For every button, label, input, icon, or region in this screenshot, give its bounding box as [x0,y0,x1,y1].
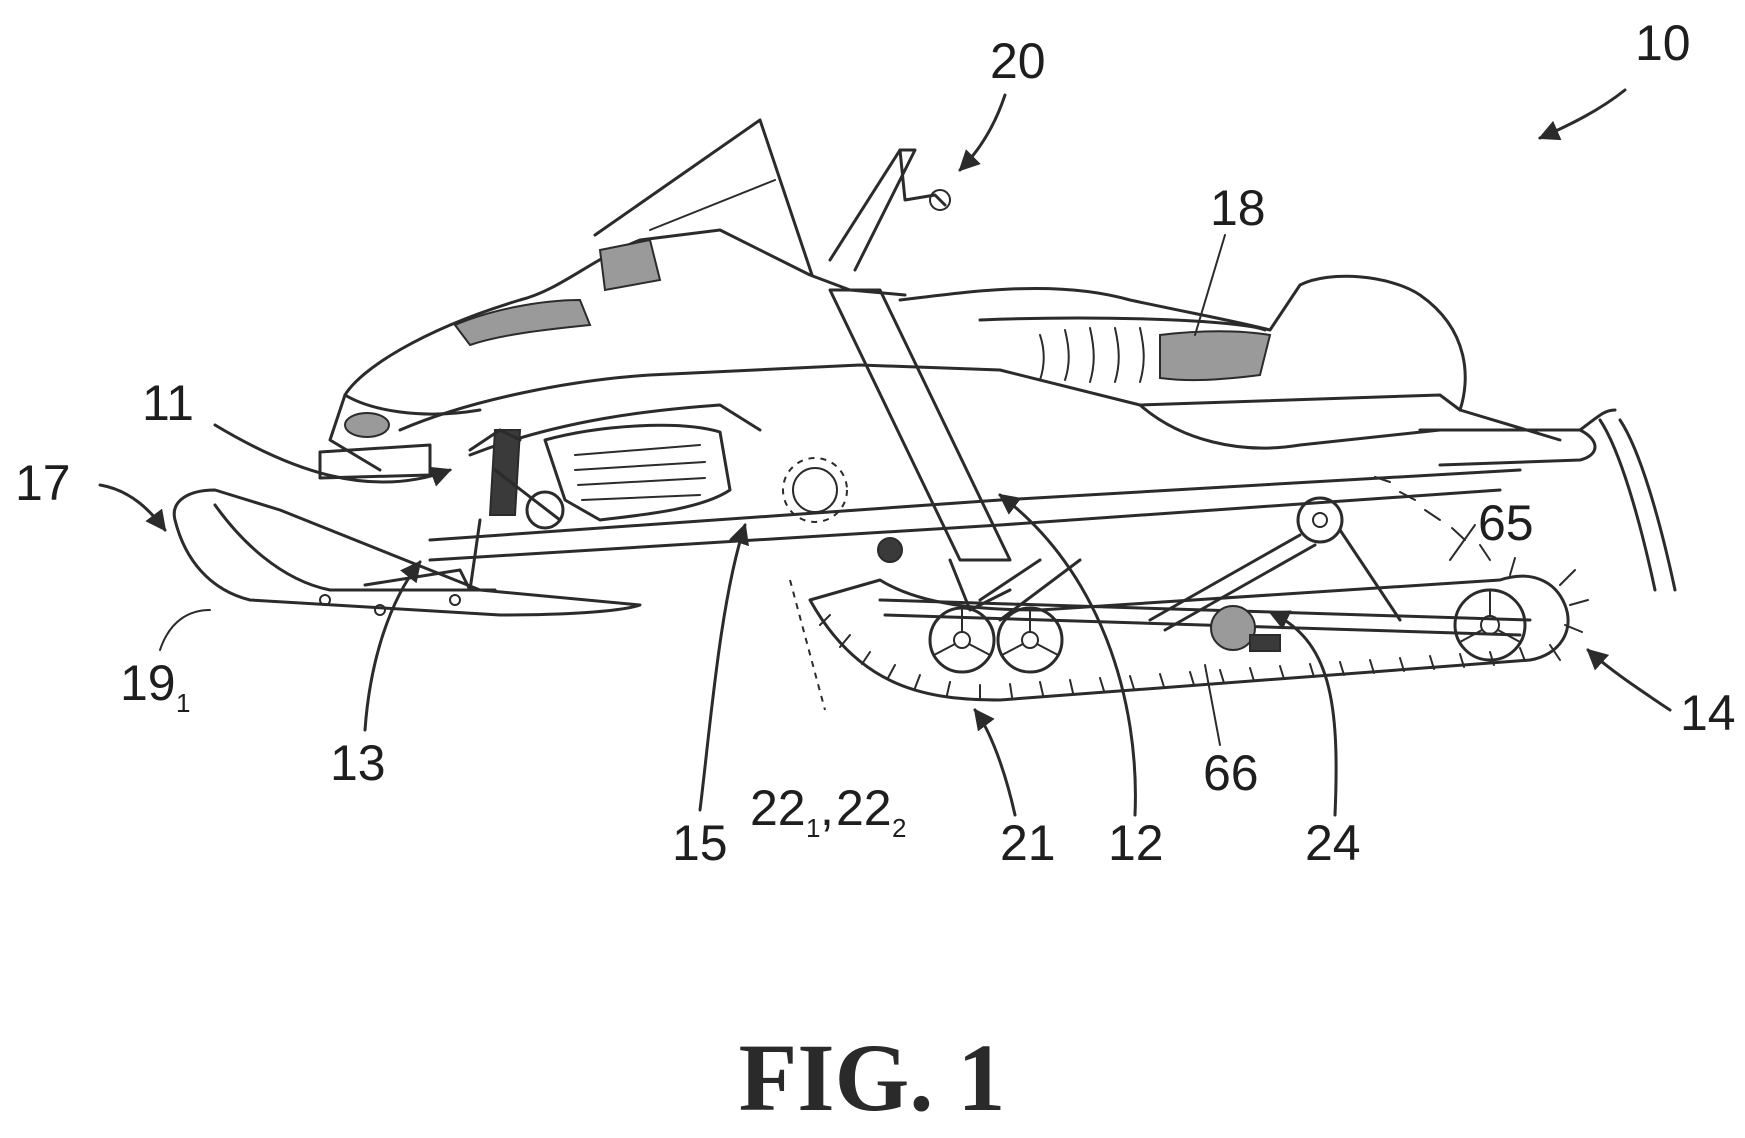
body-side [400,365,1000,430]
side-vent [545,425,730,520]
label-15: 15 [672,815,728,871]
label-24: 24 [1305,815,1361,871]
idler-wheel-front-1 [930,608,994,672]
label-22-1: 22 [750,780,806,836]
label-65: 65 [1478,495,1534,551]
chassis-rail [430,470,1520,540]
label-22-1-subscript: 1 [806,813,820,843]
label-22-separator: , [820,780,834,836]
snowmobile [320,120,1675,590]
label-19-subscript: 1 [176,688,190,718]
snow-flap [1600,420,1655,590]
label-21: 21 [1000,815,1056,871]
label-22-2: 22 [836,780,892,836]
rear-idler-wheel [1455,590,1525,660]
track [810,576,1568,700]
label-13: 13 [330,735,386,791]
label-20: 20 [990,33,1046,89]
label-11: 11 [142,375,194,431]
label-19: 19 [120,655,176,711]
label-14: 14 [1680,685,1736,741]
label-12: 12 [1108,815,1164,871]
front-suspension [174,430,640,615]
figure-title: FIG. 1 [739,1024,1006,1131]
label-17: 17 [15,455,71,511]
leader-22 [790,580,825,710]
label-22-2-subscript: 2 [892,813,906,843]
reference-labels: 10 20 18 11 17 19 1 13 15 22 1 , 22 2 21… [15,15,1736,871]
idler-wheel-front-2 [998,608,1062,672]
label-18: 18 [1210,180,1266,236]
label-10: 10 [1635,15,1691,71]
label-66: 66 [1203,745,1259,801]
